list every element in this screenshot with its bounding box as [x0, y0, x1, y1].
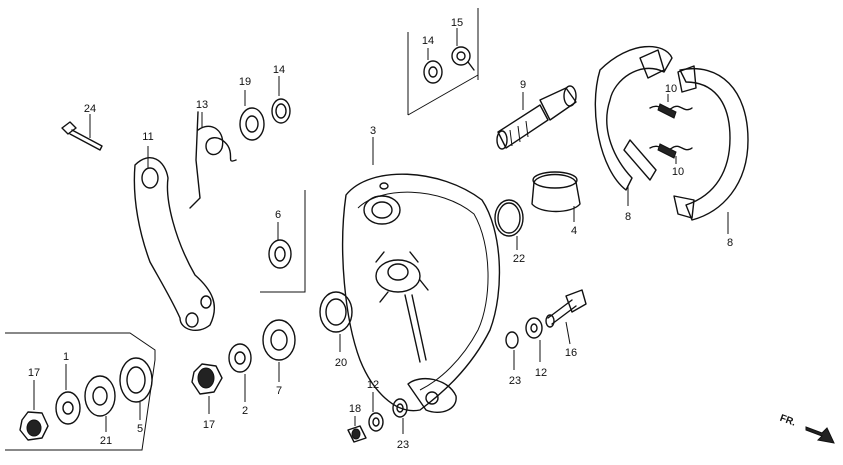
callout-9: 9 — [520, 79, 526, 91]
callout-15: 15 — [451, 17, 463, 29]
callout-6: 6 — [275, 209, 281, 221]
brake-arm-11 — [133, 146, 215, 332]
callout-1: 1 — [63, 351, 69, 363]
pivot-bolt-16 — [545, 289, 587, 345]
callout-24: 24 — [84, 103, 96, 115]
collar-12-lower — [368, 392, 384, 432]
washer-14-group — [423, 48, 443, 84]
seal-5 — [119, 357, 153, 420]
callout-labels: 24 11 13 19 14 14 15 9 10 10 3 6 22 4 8 … — [28, 17, 797, 451]
collar-12-right — [525, 317, 543, 362]
callout-16: 16 — [565, 347, 577, 359]
collar-7 — [262, 319, 296, 382]
group-bracket-washers — [407, 8, 479, 116]
wear-indicator-15 — [451, 28, 475, 71]
washer-14-upper — [271, 76, 291, 124]
washer-2 — [228, 343, 252, 402]
brake-cam-9 — [496, 85, 577, 150]
washer-23-lower — [392, 398, 408, 434]
callout-4: 4 — [571, 225, 577, 237]
callout-2: 2 — [242, 405, 248, 417]
callout-12-right: 12 — [535, 367, 547, 379]
callout-3: 3 — [370, 125, 376, 137]
bolt-24 — [61, 114, 103, 151]
group-bracket-shaft — [260, 190, 306, 293]
callout-23-lower: 23 — [397, 439, 409, 451]
callout-11: 11 — [142, 131, 153, 143]
brake-shoe-8-left — [594, 45, 673, 206]
callout-10-lower: 10 — [672, 166, 684, 178]
callout-21: 21 — [100, 435, 112, 447]
washer-1 — [55, 364, 81, 425]
collar-21 — [84, 375, 116, 432]
dust-seal-20 — [319, 291, 353, 352]
shoe-spring-10-lower — [649, 143, 693, 164]
brake-shoe-8-right — [673, 65, 749, 234]
callout-20: 20 — [335, 357, 347, 369]
bushing-4 — [531, 171, 581, 222]
callout-17-center: 17 — [203, 419, 215, 431]
callout-5: 5 — [137, 423, 143, 435]
shoe-spring-10-upper — [649, 94, 693, 119]
callout-17-left: 17 — [28, 367, 40, 379]
front-direction-label: FR. — [778, 413, 797, 429]
callout-13: 13 — [196, 99, 208, 111]
callout-14-group: 14 — [422, 35, 434, 47]
dust-seal-19 — [239, 90, 265, 141]
callout-23-right: 23 — [509, 375, 521, 387]
callout-8-left: 8 — [625, 211, 631, 223]
brake-panel-3 — [341, 137, 501, 414]
front-direction-arrow-icon — [805, 426, 835, 444]
callout-19: 19 — [239, 76, 251, 88]
callout-14-upper: 14 — [273, 64, 285, 76]
return-spring-13 — [189, 111, 237, 209]
callout-18: 18 — [349, 403, 361, 415]
callout-7: 7 — [276, 385, 282, 397]
nut-17-left — [19, 380, 49, 441]
nut-17-center — [191, 363, 223, 414]
callout-22: 22 — [513, 253, 525, 265]
collar-6 — [268, 222, 292, 269]
callout-10-upper: 10 — [665, 83, 677, 95]
group-bracket-nut-set — [5, 332, 156, 451]
bolt-18 — [347, 416, 367, 443]
washer-23-right — [505, 331, 519, 370]
callout-12-lower: 12 — [367, 379, 379, 391]
o-ring-22 — [494, 199, 524, 250]
callout-8-right: 8 — [727, 237, 733, 249]
